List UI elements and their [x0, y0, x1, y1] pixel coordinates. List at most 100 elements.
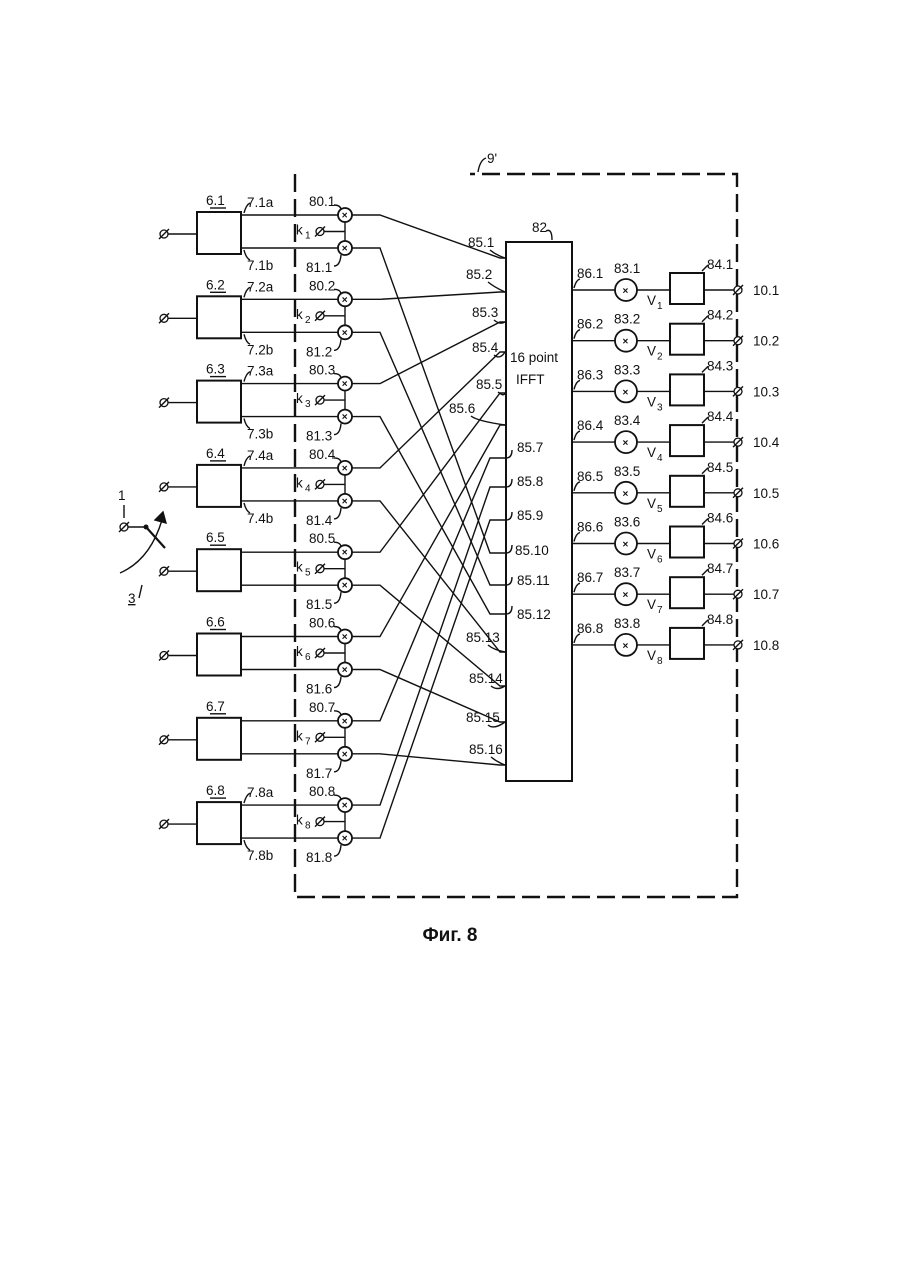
block-label-1: 6.1 [206, 193, 225, 208]
multiplier-b-4-sign: × [342, 496, 348, 507]
mult-a-label-5: 80.5 [309, 531, 335, 546]
multiplier-b-1-sign: × [342, 244, 348, 255]
coef-sub-8: 8 [305, 821, 311, 832]
ifft-input-label-4: 85.4 [472, 340, 499, 355]
output-channel-3: 86.3×83.3V384.310.3 [572, 358, 779, 413]
channel-4: 6.47.4a7.4b××80.481.4k4 [159, 446, 352, 528]
multiplier-a-2: × [338, 292, 352, 306]
coef-label-5: k [296, 560, 303, 575]
output-terminal-label-4: 10.4 [753, 435, 780, 450]
gain-label-5: V [647, 496, 656, 511]
block-label-8: 6.8 [206, 783, 225, 798]
block-label-3: 6.3 [206, 362, 225, 377]
coef-terminal-4 [315, 479, 325, 489]
coef-terminal-7 [315, 732, 325, 742]
output-terminal-label-5: 10.5 [753, 486, 779, 501]
multiplier-b-1: × [338, 241, 352, 255]
switch-label-3: 3 [128, 591, 136, 606]
ifft-input-label-15: 85.15 [466, 710, 500, 725]
ifft-wire-7 [352, 352, 506, 468]
switch-arrowhead [155, 512, 166, 523]
coef-sub-4: 4 [305, 483, 311, 494]
mult-b-leader-6 [334, 677, 341, 688]
output-line-label-8: 86.8 [577, 621, 603, 636]
mult-b-label-3: 81.3 [306, 429, 332, 444]
input-terminal-3 [159, 398, 169, 408]
out-b-label-1: 7.1b [247, 258, 273, 273]
coef-terminal-2 [315, 311, 325, 321]
ifft-input-label-9: 85.9 [517, 508, 543, 523]
multiplier-b-8-sign: × [342, 834, 348, 845]
output-terminal-7 [733, 589, 743, 599]
output-terminal-label-1: 10.1 [753, 283, 779, 298]
block-4 [197, 465, 241, 507]
block-label-6: 6.6 [206, 615, 225, 630]
multiplier-b-6-sign: × [342, 665, 348, 676]
coef-sub-7: 7 [305, 736, 311, 747]
output-line-label-3: 86.3 [577, 367, 603, 382]
channel-1: 6.17.1a7.1b××80.181.1k1 [159, 193, 352, 275]
output-block-label-1: 84.1 [707, 257, 733, 272]
mult-a-label-2: 80.2 [309, 278, 335, 293]
out-a-label-4: 7.4a [247, 448, 274, 463]
figure-caption: Фиг. 8 [0, 925, 900, 947]
gain-sub-6: 6 [657, 555, 663, 566]
ifft-input-label-12: 85.12 [517, 607, 551, 622]
gain-label-6: V [647, 547, 656, 562]
input-terminal-5 [159, 566, 169, 576]
output-multiplier-6: × [615, 533, 637, 555]
gain-sub-5: 5 [657, 504, 663, 515]
block-label-2: 6.2 [206, 277, 225, 292]
output-block-6 [670, 527, 704, 558]
output-terminal-1 [733, 285, 743, 295]
mult-b-label-8: 81.8 [306, 850, 332, 865]
output-terminal-label-7: 10.7 [753, 587, 779, 602]
output-mult-label-7: 83.7 [614, 565, 640, 580]
ifft-input-label-14: 85.14 [469, 671, 503, 686]
output-channel-8: 86.8×83.8V884.810.8 [572, 612, 779, 667]
block-8 [197, 802, 241, 844]
mult-a-label-3: 80.3 [309, 363, 335, 378]
out-b-label-3: 7.3b [247, 427, 273, 442]
block-3 [197, 381, 241, 423]
multiplier-b-3-sign: × [342, 412, 348, 423]
multiplier-a-8: × [338, 798, 352, 812]
output-mult-label-2: 83.2 [614, 312, 640, 327]
channel-3: 6.37.3a7.3b××80.381.3k3 [159, 362, 352, 444]
multiplier-b-5: × [338, 578, 352, 592]
output-block-label-4: 84.4 [707, 409, 734, 424]
input-terminal-1 [159, 229, 169, 239]
input-terminal-2 [159, 313, 169, 323]
frame-label: 9' [487, 151, 497, 166]
ifft-input-label-16: 85.16 [469, 742, 503, 757]
output-block-7 [670, 577, 704, 608]
multiplier-a-5: × [338, 545, 352, 559]
output-line-label-1: 86.1 [577, 266, 603, 281]
gain-label-2: V [647, 344, 656, 359]
mult-b-leader-4 [334, 508, 341, 519]
ifft-input-label-11: 85.11 [517, 573, 550, 588]
coef-sub-5: 5 [305, 568, 311, 579]
multiplier-a-5-sign: × [342, 548, 348, 559]
block-6 [197, 634, 241, 676]
coef-label-4: k [296, 475, 303, 490]
output-mult-label-1: 83.1 [614, 261, 640, 276]
multiplier-a-4: × [338, 461, 352, 475]
output-line-label-2: 86.2 [577, 317, 603, 332]
ifft-wire-3 [352, 292, 506, 299]
multiplier-a-3: × [338, 377, 352, 391]
output-multiplier-sign-5: × [623, 489, 629, 500]
coef-terminal-6 [315, 648, 325, 658]
multiplier-b-4: × [338, 494, 352, 508]
channel-7: 6.7××80.781.7k7 [159, 699, 352, 781]
multiplier-b-3: × [338, 410, 352, 424]
out-b-label-8: 7.8b [247, 848, 273, 863]
output-line-label-5: 86.5 [577, 469, 603, 484]
multiplier-b-7: × [338, 747, 352, 761]
output-multiplier-sign-4: × [623, 438, 629, 449]
block-1 [197, 212, 241, 254]
multiplier-a-8-sign: × [342, 801, 348, 812]
mult-a-label-6: 80.6 [309, 616, 335, 631]
ifft-input-label-5: 85.5 [476, 377, 502, 392]
